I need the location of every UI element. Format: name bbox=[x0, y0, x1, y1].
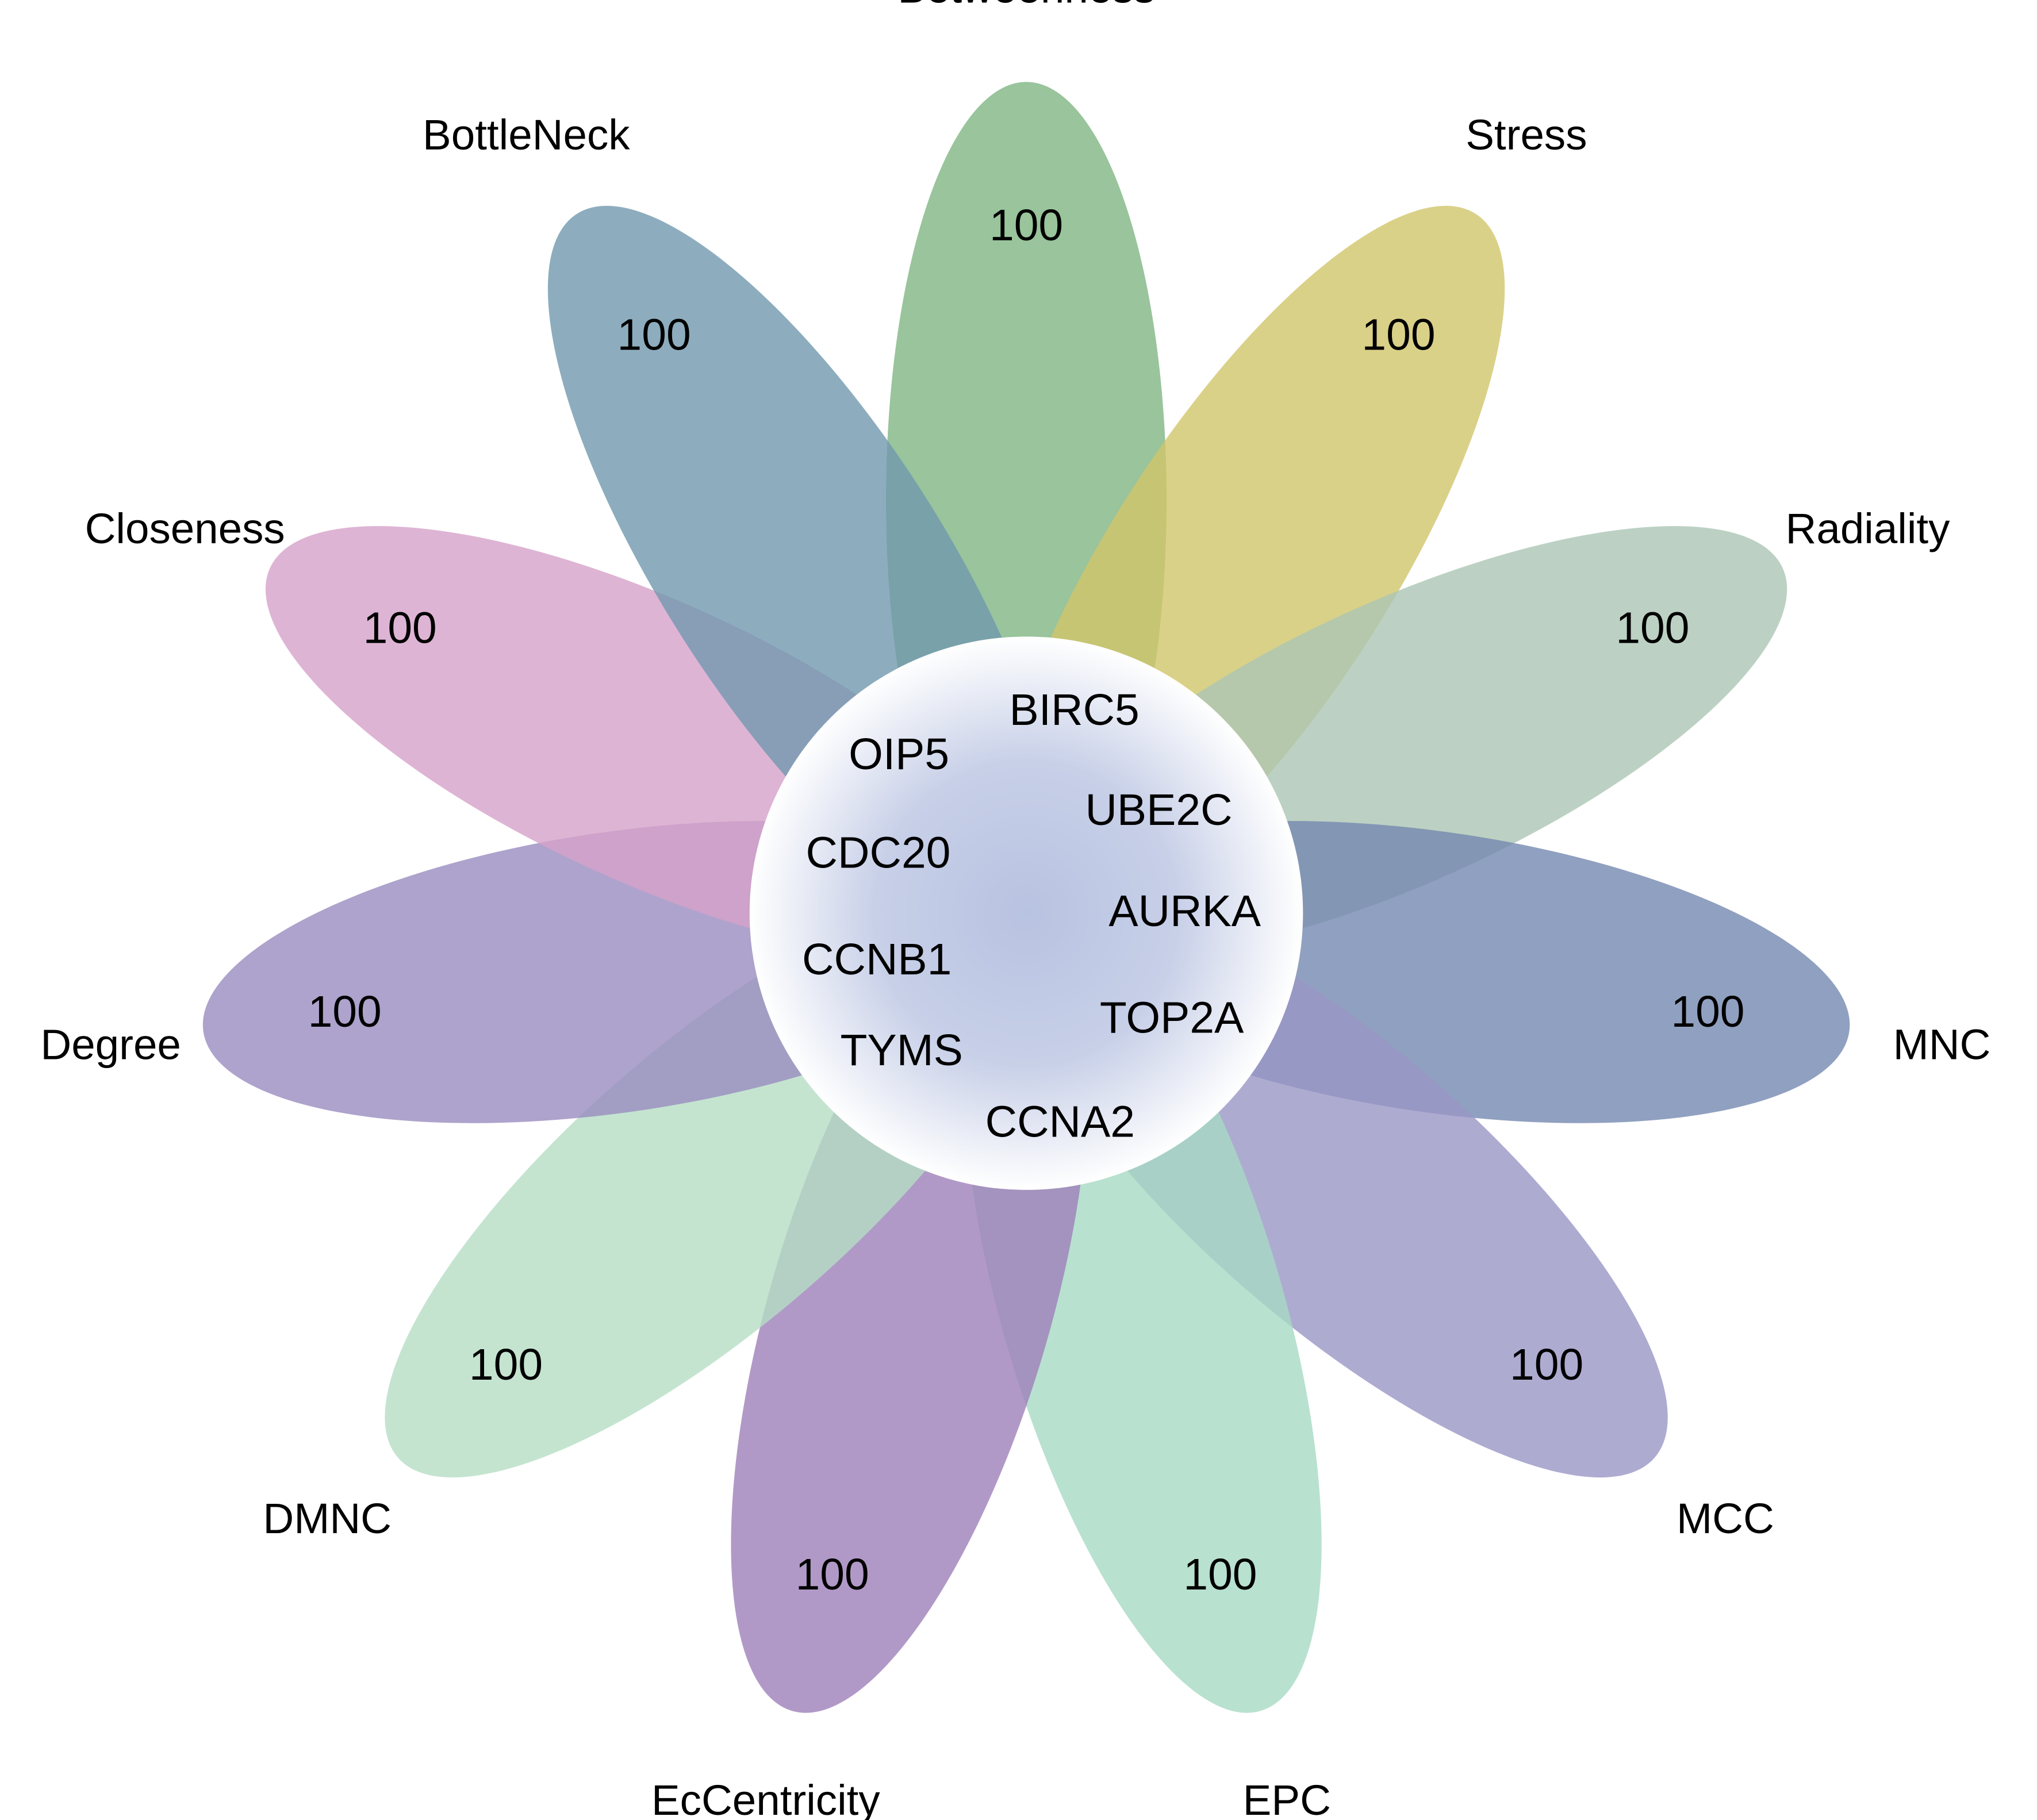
petal-count: 100 bbox=[363, 603, 437, 652]
petal-label: Degree bbox=[40, 1020, 181, 1068]
gene-label: CCNB1 bbox=[802, 935, 952, 984]
petal-count: 100 bbox=[1183, 1550, 1257, 1599]
petal-count: 100 bbox=[617, 310, 691, 359]
gene-label: AURKA bbox=[1108, 886, 1261, 936]
petal-label: EPC bbox=[1243, 1776, 1331, 1820]
gene-label: TOP2A bbox=[1100, 993, 1244, 1043]
gene-label: OIP5 bbox=[849, 729, 949, 779]
gene-label: BIRC5 bbox=[1010, 685, 1140, 735]
petal-label: EcCentricity bbox=[651, 1776, 880, 1820]
petal-label: Stress bbox=[1466, 111, 1587, 159]
gene-label: UBE2C bbox=[1085, 785, 1232, 835]
petal-count: 100 bbox=[1671, 987, 1744, 1036]
petal-labels: 100Betweenness100Stress100Radiality100MN… bbox=[40, 0, 1990, 1820]
center-genes: BIRC5 OIP5 UBE2C CDC20 AURKA CCNB1 TOP2A… bbox=[802, 685, 1261, 1146]
gene-label: TYMS bbox=[840, 1026, 962, 1075]
petal-label: MNC bbox=[1893, 1020, 1991, 1068]
petal-count: 100 bbox=[1616, 603, 1689, 652]
gene-label: CCNA2 bbox=[985, 1097, 1135, 1146]
center-circle bbox=[749, 636, 1303, 1190]
petal-label: DMNC bbox=[263, 1495, 392, 1542]
petal-count: 100 bbox=[469, 1340, 543, 1389]
petal-label: Closeness bbox=[85, 505, 285, 552]
petal-count: 100 bbox=[1510, 1340, 1583, 1389]
petal-count: 100 bbox=[989, 201, 1063, 250]
petal-label: Betweenness bbox=[897, 0, 1155, 12]
petal-count: 100 bbox=[796, 1550, 869, 1599]
petal-label: Radiality bbox=[1786, 505, 1951, 552]
petal-label: MCC bbox=[1677, 1495, 1774, 1542]
petal-count: 100 bbox=[308, 987, 382, 1036]
gene-label: CDC20 bbox=[806, 828, 951, 878]
petal-label: BottleNeck bbox=[423, 111, 630, 159]
petal-count: 100 bbox=[1361, 310, 1435, 359]
